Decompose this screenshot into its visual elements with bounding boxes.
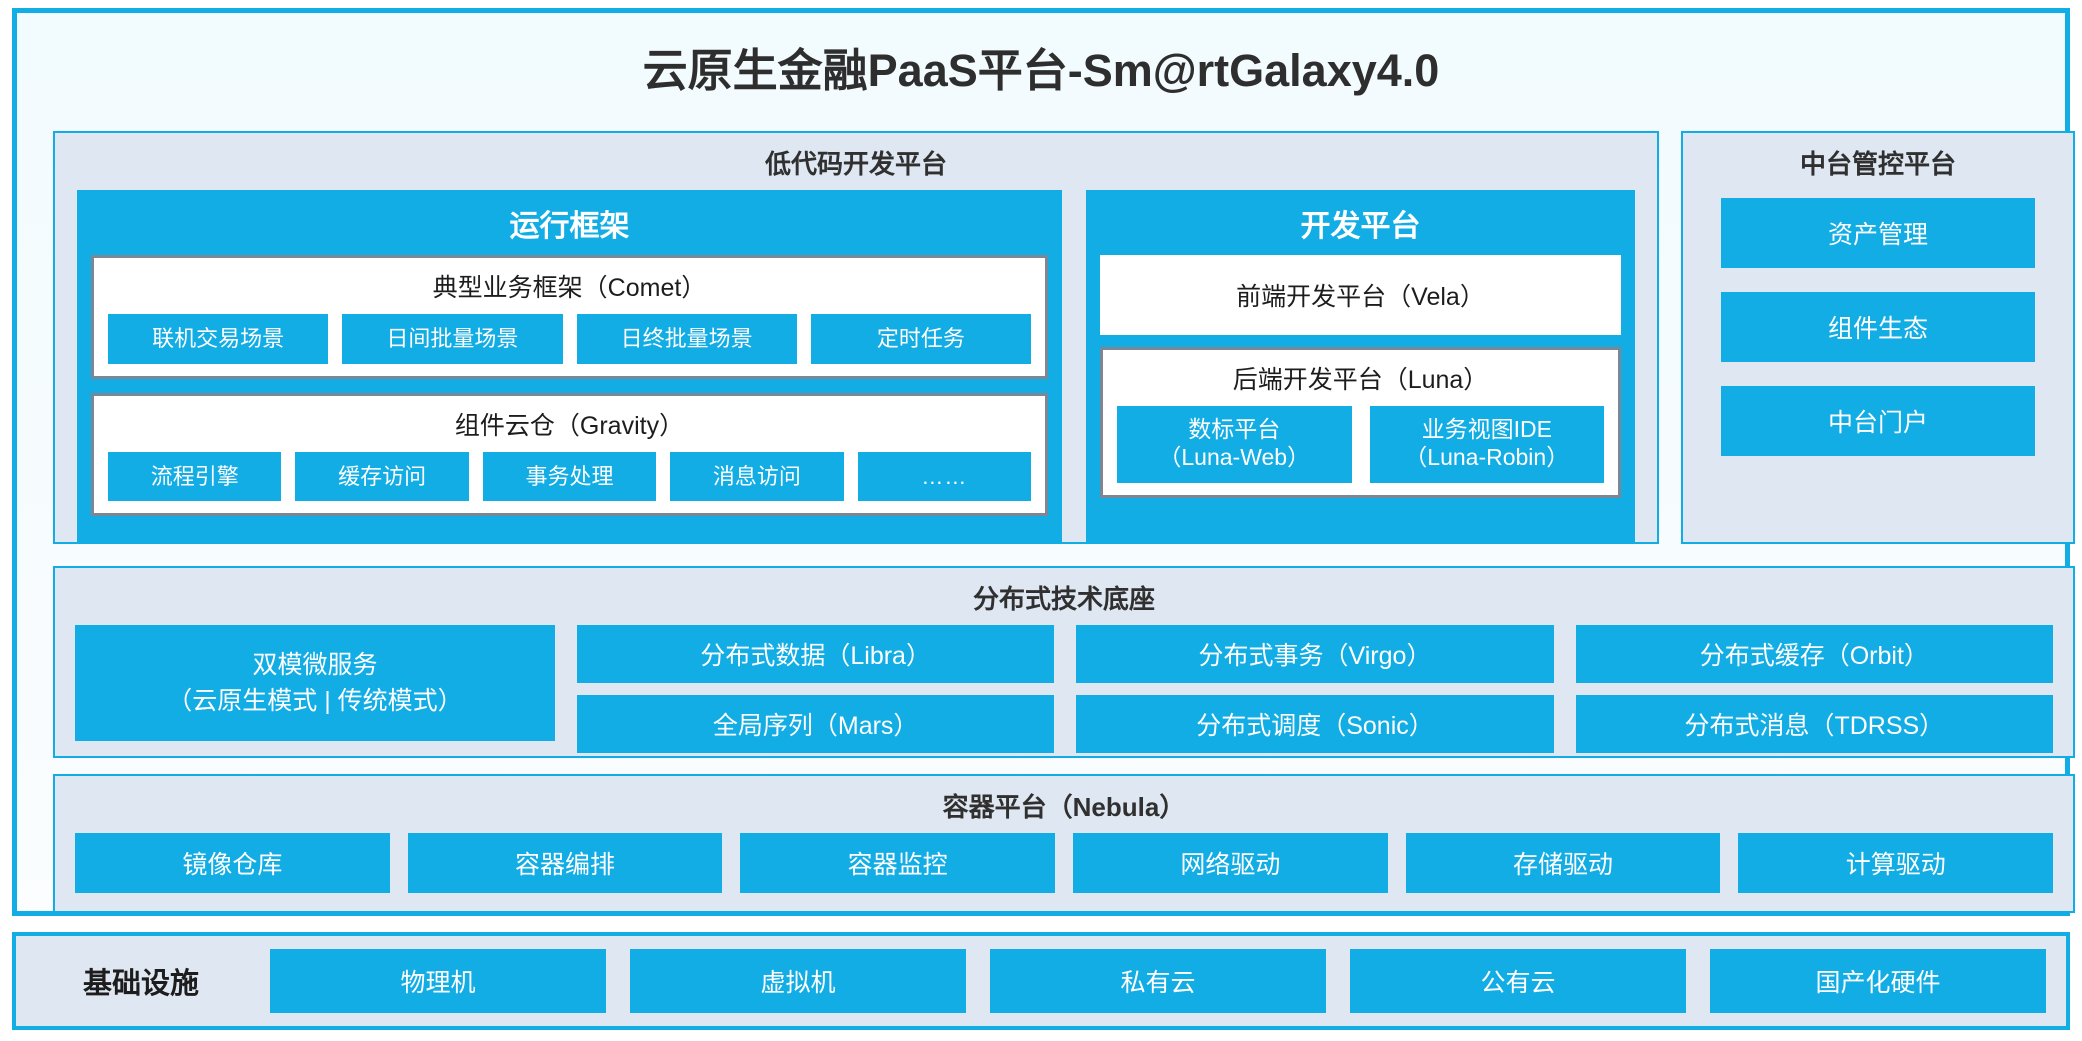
management-item-list: 资产管理 组件生态 中台门户: [1683, 190, 2073, 456]
vela-frontend-platform[interactable]: 前端开发平台（Vela）: [1100, 255, 1621, 335]
infrastructure-item-public-cloud[interactable]: 公有云: [1350, 949, 1686, 1013]
luna-item-row: 数标平台 （Luna-Web） 业务视图IDE （Luna-Robin）: [1103, 406, 1618, 484]
container-item-orchestration[interactable]: 容器编排: [407, 833, 723, 893]
distributed-base-body: 双模微服务 （云原生模式 | 传统模式） 分布式数据（Libra） 全局序列（M…: [55, 625, 2073, 769]
development-platform-panel: 开发平台 前端开发平台（Vela） 后端开发平台（Luna） 数标平台 （Lun…: [1086, 190, 1635, 544]
development-platform-title: 开发平台: [1300, 210, 1421, 243]
section-distributed-base: 分布式技术底座 双模微服务 （云原生模式 | 传统模式） 分布式数据（Libra…: [53, 566, 2075, 758]
section-management-platform: 中台管控平台 资产管理 组件生态 中台门户: [1681, 131, 2075, 544]
distributed-item-orbit[interactable]: 分布式缓存（Orbit）: [1575, 625, 2053, 683]
container-item-compute-driver[interactable]: 计算驱动: [1738, 833, 2054, 893]
gravity-item-cache-access[interactable]: 缓存访问: [295, 451, 469, 501]
distributed-item-sonic[interactable]: 分布式调度（Sonic）: [1076, 695, 1554, 753]
comet-item-online-transaction[interactable]: 联机交易场景: [108, 314, 329, 364]
gravity-title: 组件云仓（Gravity）: [454, 411, 685, 440]
lowcode-platform-title: 低代码开发平台: [764, 149, 947, 179]
management-item-component-ecosystem[interactable]: 组件生态: [1721, 292, 2035, 362]
infrastructure-item-virtual-machine[interactable]: 虚拟机: [630, 949, 966, 1013]
container-platform-title: 容器平台（Nebula）: [942, 792, 1186, 822]
microservice-label: 双模微服务: [252, 650, 378, 679]
gravity-item-more[interactable]: ……: [857, 451, 1032, 501]
comet-box: 典型业务框架（Comet） 联机交易场景 日间批量场景 日终批量场景 定时任务: [91, 255, 1048, 379]
infrastructure-label: 基础设施: [82, 968, 199, 1000]
infrastructure-item-physical-machine[interactable]: 物理机: [270, 949, 606, 1013]
distributed-item-tdrss[interactable]: 分布式消息（TDRSS）: [1575, 695, 2053, 753]
gravity-item-row: 流程引擎 缓存访问 事务处理 消息访问 ……: [94, 451, 1045, 501]
gravity-item-process-engine[interactable]: 流程引擎: [108, 451, 282, 501]
container-item-network-driver[interactable]: 网络驱动: [1073, 833, 1388, 893]
gravity-item-transaction-processing[interactable]: 事务处理: [482, 451, 657, 501]
infrastructure-item-private-cloud[interactable]: 私有云: [990, 949, 1326, 1013]
management-item-portal[interactable]: 中台门户: [1721, 386, 2035, 456]
container-item-image-registry[interactable]: 镜像仓库: [75, 833, 390, 893]
section-container-platform: 容器平台（Nebula） 镜像仓库 容器编排 容器监控 网络驱动 存储驱动 计算…: [53, 774, 2075, 913]
distributed-item-mars[interactable]: 全局序列（Mars）: [577, 695, 1055, 753]
gravity-box: 组件云仓（Gravity） 流程引擎 缓存访问 事务处理 消息访问 ……: [91, 392, 1048, 516]
comet-title: 典型业务框架（Comet）: [432, 274, 707, 302]
microservice-modes: （云原生模式 | 传统模式）: [167, 687, 463, 715]
lowcode-platform-body: 运行框架 典型业务框架（Comet） 联机交易场景 日间批量场景 日终批量场景 …: [55, 190, 1657, 564]
comet-item-eod-batch[interactable]: 日终批量场景: [576, 314, 797, 364]
runtime-framework-panel: 运行框架 典型业务框架（Comet） 联机交易场景 日间批量场景 日终批量场景 …: [77, 190, 1062, 544]
luna-robin-label: 业务视图IDE: [1421, 416, 1552, 442]
main-panel: 云原生金融PaaS平台-Sm@rtGalaxy4.0 低代码开发平台 运行框架 …: [12, 8, 2075, 916]
management-platform-title: 中台管控平台: [1799, 149, 1956, 179]
distributed-column-3: 分布式缓存（Orbit） 分布式消息（TDRSS）: [1575, 625, 2053, 753]
comet-item-intraday-batch[interactable]: 日间批量场景: [342, 314, 563, 364]
luna-web-label: 数标平台: [1188, 416, 1281, 442]
comet-item-scheduled-task[interactable]: 定时任务: [810, 314, 1031, 364]
container-item-monitoring[interactable]: 容器监控: [740, 833, 1056, 893]
luna-item-luna-web[interactable]: 数标平台 （Luna-Web）: [1117, 406, 1352, 484]
section-infrastructure: 基础设施 物理机 虚拟机 私有云 公有云 国产化硬件: [12, 932, 2070, 1030]
distributed-microservice-column: 双模微服务 （云原生模式 | 传统模式）: [75, 625, 555, 753]
section-lowcode-platform: 低代码开发平台 运行框架 典型业务框架（Comet） 联机交易场景 日间批量场景…: [53, 131, 1659, 544]
distributed-column-2: 分布式事务（Virgo） 分布式调度（Sonic）: [1076, 625, 1554, 753]
container-item-storage-driver[interactable]: 存储驱动: [1405, 833, 1721, 893]
luna-robin-code: （Luna-Robin）: [1404, 444, 1570, 471]
luna-box: 后端开发平台（Luna） 数标平台 （Luna-Web） 业务视图IDE （Lu…: [1100, 347, 1621, 499]
distributed-item-virgo[interactable]: 分布式事务（Virgo）: [1076, 625, 1554, 683]
luna-title: 后端开发平台（Luna）: [1232, 366, 1489, 394]
distributed-item-libra[interactable]: 分布式数据（Libra）: [577, 625, 1055, 683]
runtime-framework-title: 运行框架: [509, 210, 630, 243]
container-item-row: 镜像仓库 容器编排 容器监控 网络驱动 存储驱动 计算驱动: [55, 833, 2073, 907]
luna-item-luna-robin[interactable]: 业务视图IDE （Luna-Robin）: [1369, 406, 1604, 484]
distributed-base-title: 分布式技术底座: [972, 584, 1155, 614]
management-item-asset-management[interactable]: 资产管理: [1721, 198, 2035, 268]
gravity-item-message-access[interactable]: 消息访问: [670, 451, 844, 501]
distributed-item-microservice[interactable]: 双模微服务 （云原生模式 | 传统模式）: [75, 625, 555, 741]
luna-web-code: （Luna-Web）: [1158, 444, 1311, 471]
distributed-column-1: 分布式数据（Libra） 全局序列（Mars）: [577, 625, 1055, 753]
infrastructure-item-domestic-hardware[interactable]: 国产化硬件: [1710, 949, 2046, 1013]
page-title: 云原生金融PaaS平台-Sm@rtGalaxy4.0: [642, 45, 1440, 96]
comet-item-row: 联机交易场景 日间批量场景 日终批量场景 定时任务: [94, 314, 1045, 364]
